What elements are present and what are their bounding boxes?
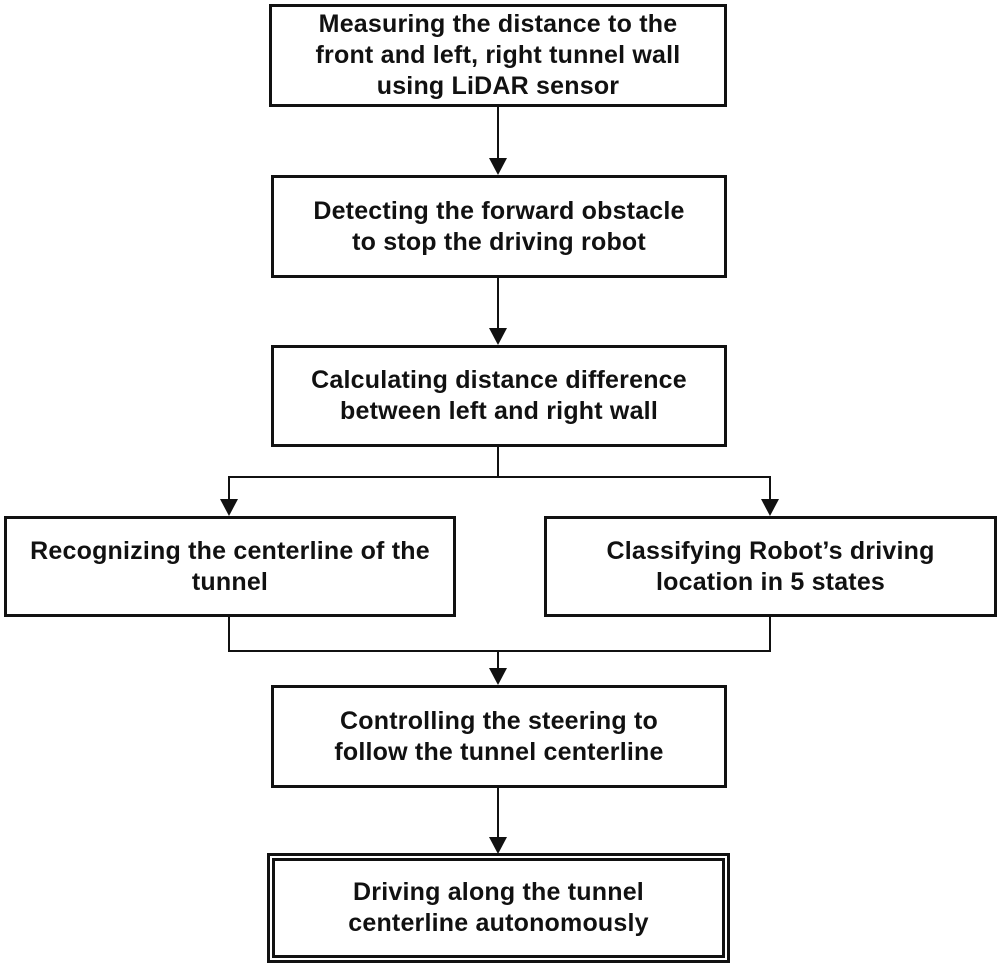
flow-step-detect-forward-obstacle: Detecting the forward obstacle to stop t…	[271, 175, 727, 278]
arrowhead-measure-to-detect	[489, 158, 507, 175]
merge-horizontal-line	[228, 650, 771, 652]
arrowhead-branch-to-classify	[761, 499, 779, 516]
connector-measure-to-detect	[497, 107, 499, 160]
flow-step-control-steering: Controlling the steering to follow the t…	[271, 685, 727, 788]
arrowhead-branch-to-recognize	[220, 499, 238, 516]
connector-branch-to-recognize	[228, 478, 230, 501]
flow-step-classify-driving-location: Classifying Robot’s driving location in …	[544, 516, 997, 617]
arrowhead-detect-to-calculate	[489, 328, 507, 345]
flow-step-drive-autonomously-terminal: Driving along the tunnel centerline auto…	[267, 853, 730, 963]
connector-merge-to-control	[497, 650, 499, 670]
connector-detect-to-calculate	[497, 278, 499, 330]
connector-control-to-drive	[497, 788, 499, 839]
connector-calculate-to-branch	[497, 447, 499, 478]
arrowhead-merge-to-control	[489, 668, 507, 685]
flow-step-recognize-tunnel-centerline: Recognizing the centerline of the tunnel	[4, 516, 456, 617]
connector-classify-to-merge	[769, 617, 771, 652]
connector-recognize-to-merge	[228, 617, 230, 652]
branch-horizontal-line	[228, 476, 771, 478]
connector-branch-to-classify	[769, 478, 771, 501]
arrowhead-control-to-drive	[489, 837, 507, 854]
flow-step-calculate-distance-difference: Calculating distance difference between …	[271, 345, 727, 447]
flow-step-measure-lidar-distance: Measuring the distance to the front and …	[269, 4, 727, 107]
terminal-box-inner-border: Driving along the tunnel centerline auto…	[272, 858, 725, 958]
